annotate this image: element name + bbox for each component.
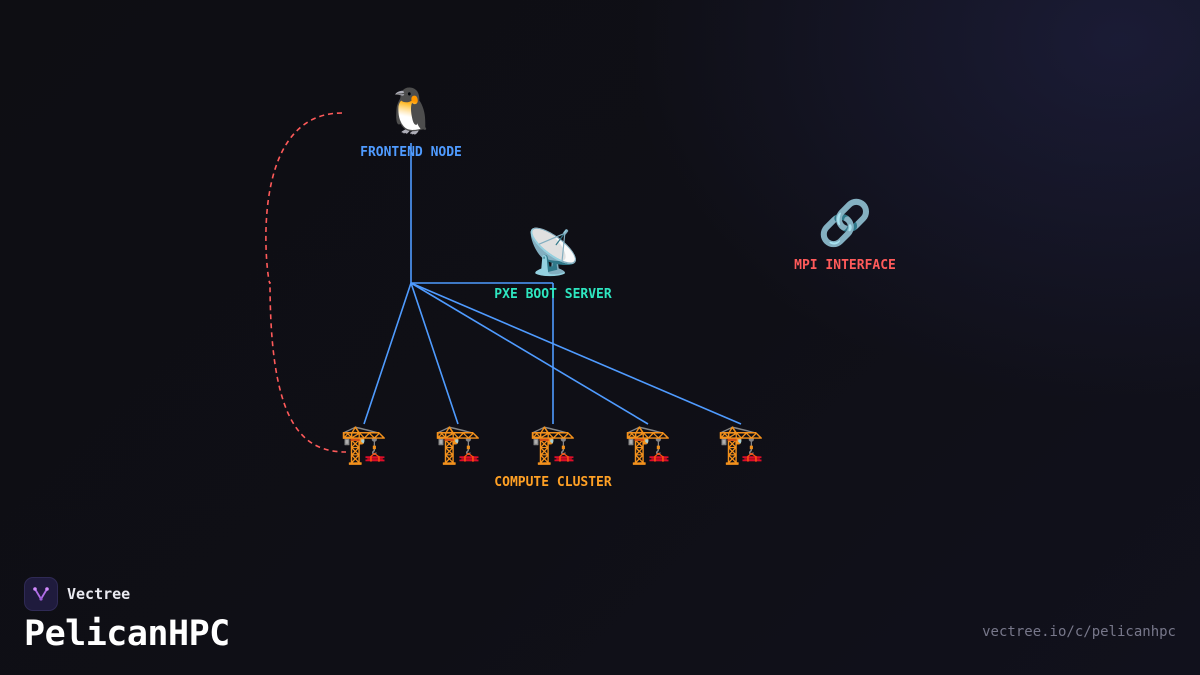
crane-icon: 🏗️: [340, 422, 387, 466]
source-url[interactable]: vectree.io/c/pelicanhpc: [982, 624, 1176, 640]
penguin-icon: 🐧: [384, 86, 439, 137]
edge-hub-node-5: [410, 282, 742, 425]
compute-cluster: 🏗️ 🏗️ 🏗️ 🏗️ 🏗️ COMPUTE CLUSTER: [340, 422, 764, 490]
crane-icon: 🏗️: [717, 422, 764, 466]
crane-icon: 🏗️: [529, 422, 576, 466]
pxe-boot-server-label: PXE BOOT SERVER: [494, 287, 612, 302]
satellite-dish-icon: 📡: [526, 224, 581, 278]
edge-hub-node-4: [410, 282, 649, 425]
edge-hub-node-2: [410, 282, 459, 425]
frontend-node-label: FRONTEND NODE: [360, 145, 462, 160]
crane-icon: 🏗️: [624, 422, 671, 466]
network-edges: [363, 143, 742, 425]
page-title: PelicanHPC: [24, 614, 230, 654]
mpi-interface-node: 🔗 MPI INTERFACE: [794, 196, 896, 273]
brand-name: Vectree: [67, 585, 131, 603]
vectree-logo-icon: [24, 577, 58, 611]
edge-hub-node-1: [363, 282, 412, 425]
brand: Vectree: [24, 577, 130, 611]
mpi-interface-label: MPI INTERFACE: [794, 258, 896, 273]
frontend-node: 🐧 FRONTEND NODE: [360, 86, 462, 160]
vectree-logo-glyph: [33, 587, 49, 601]
crane-icon: 🏗️: [434, 422, 481, 466]
mpi-loop-edge: [265, 112, 347, 453]
pxe-boot-server-node: 📡 PXE BOOT SERVER: [494, 224, 612, 302]
compute-cluster-label: COMPUTE CLUSTER: [494, 475, 612, 490]
link-icon: 🔗: [818, 196, 873, 249]
